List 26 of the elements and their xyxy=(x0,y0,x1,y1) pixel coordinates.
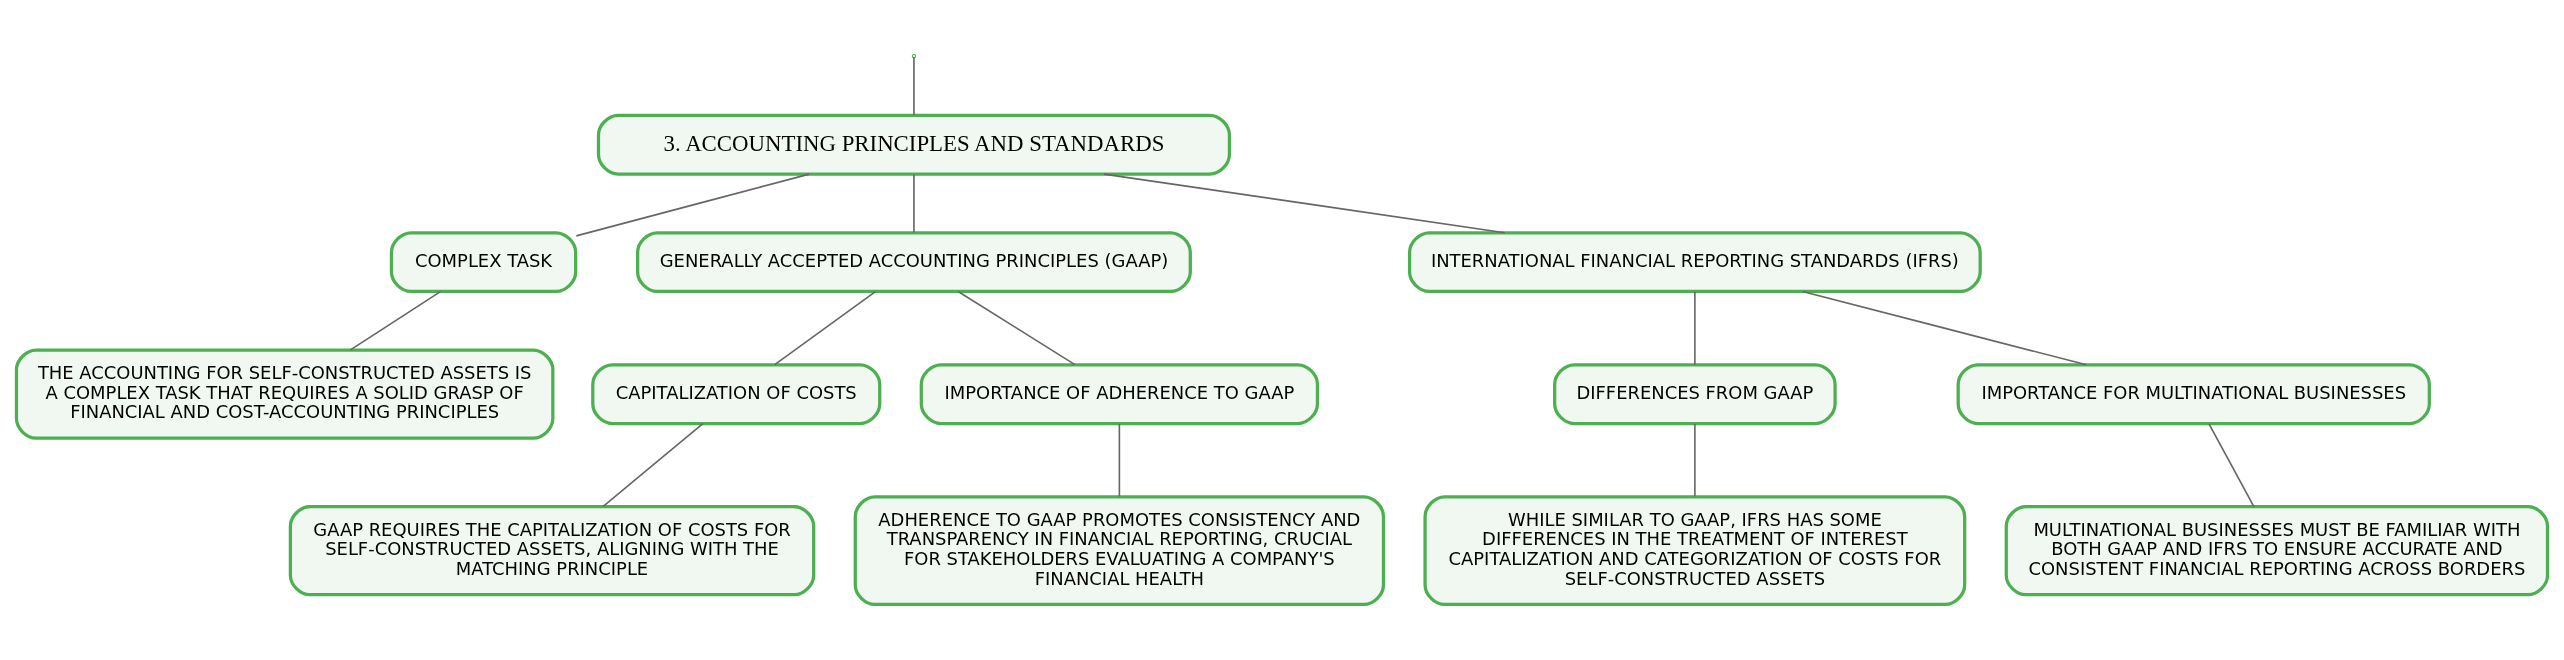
node-box: MULTINATIONAL BUSINESSES MUST BE FAMILIAR WITH BOTH GAAP AND IFRS TO ENSURE ACCURATE AND CONSISTENT FINANCIAL REPORTING ACROSS BORDERS xyxy=(2004,505,2550,597)
connector xyxy=(1118,423,1121,498)
connector xyxy=(602,422,704,508)
node-box: INTERNATIONAL FINANCIAL REPORTING STANDARDS (IFRS) xyxy=(1407,231,1982,294)
node-box: COMPLEX TASK xyxy=(389,231,578,294)
connector xyxy=(575,173,811,237)
node-box: GAAP REQUIRES THE CAPITALIZATION OF COSTS FOR SELF-CONSTRUCTED ASSETS, ALIGNING WITH THE MATCHING PRINCIPLE xyxy=(288,505,816,597)
connector xyxy=(957,290,1076,366)
connector xyxy=(1801,290,2088,366)
connector xyxy=(349,290,442,351)
node-box: IMPORTANCE FOR MULTINATIONAL BUSINESSES xyxy=(1956,363,2431,426)
node-box: DIFFERENCES FROM GAAP xyxy=(1553,363,1837,426)
connector xyxy=(1103,173,1506,234)
connector xyxy=(913,173,915,234)
node-box: ADHERENCE TO GAAP PROMOTES CONSISTENCY AND TRANSPARENCY IN FINANCIAL REPORTING, CRUCIAL FOR STAKEHOLDERS EVALUATING A COMPANY'S FINANCIAL HEALTH xyxy=(853,495,1386,607)
node-box: THE ACCOUNTING FOR SELF-CONSTRUCTED ASSETS IS A COMPLEX TASK THAT REQUIRES A SOLID GRASP OF FINANCIAL AND COST-ACCOUNTING PRINCIPLES xyxy=(14,348,555,440)
node-box: 3. ACCOUNTING PRINCIPLES AND STANDARDS xyxy=(596,113,1232,176)
node-box: GENERALLY ACCEPTED ACCOUNTING PRINCIPLES (GAAP) xyxy=(636,231,1192,294)
node-box: CAPITALIZATION OF COSTS xyxy=(591,363,882,426)
node-box: WHILE SIMILAR TO GAAP, IFRS HAS SOME DIFFERENCES IN THE TREATMENT OF INTEREST CAPITALIZATION AND CATEGORIZATION OF COSTS FOR SELF-CONSTRUCTED ASSETS xyxy=(1423,495,1967,607)
connector xyxy=(1694,423,1696,498)
connector xyxy=(2208,423,2255,508)
connector xyxy=(773,290,877,366)
connector xyxy=(1694,290,1696,366)
node-box: IMPORTANCE OF ADHERENCE TO GAAP xyxy=(919,363,1320,426)
connector xyxy=(913,56,915,117)
